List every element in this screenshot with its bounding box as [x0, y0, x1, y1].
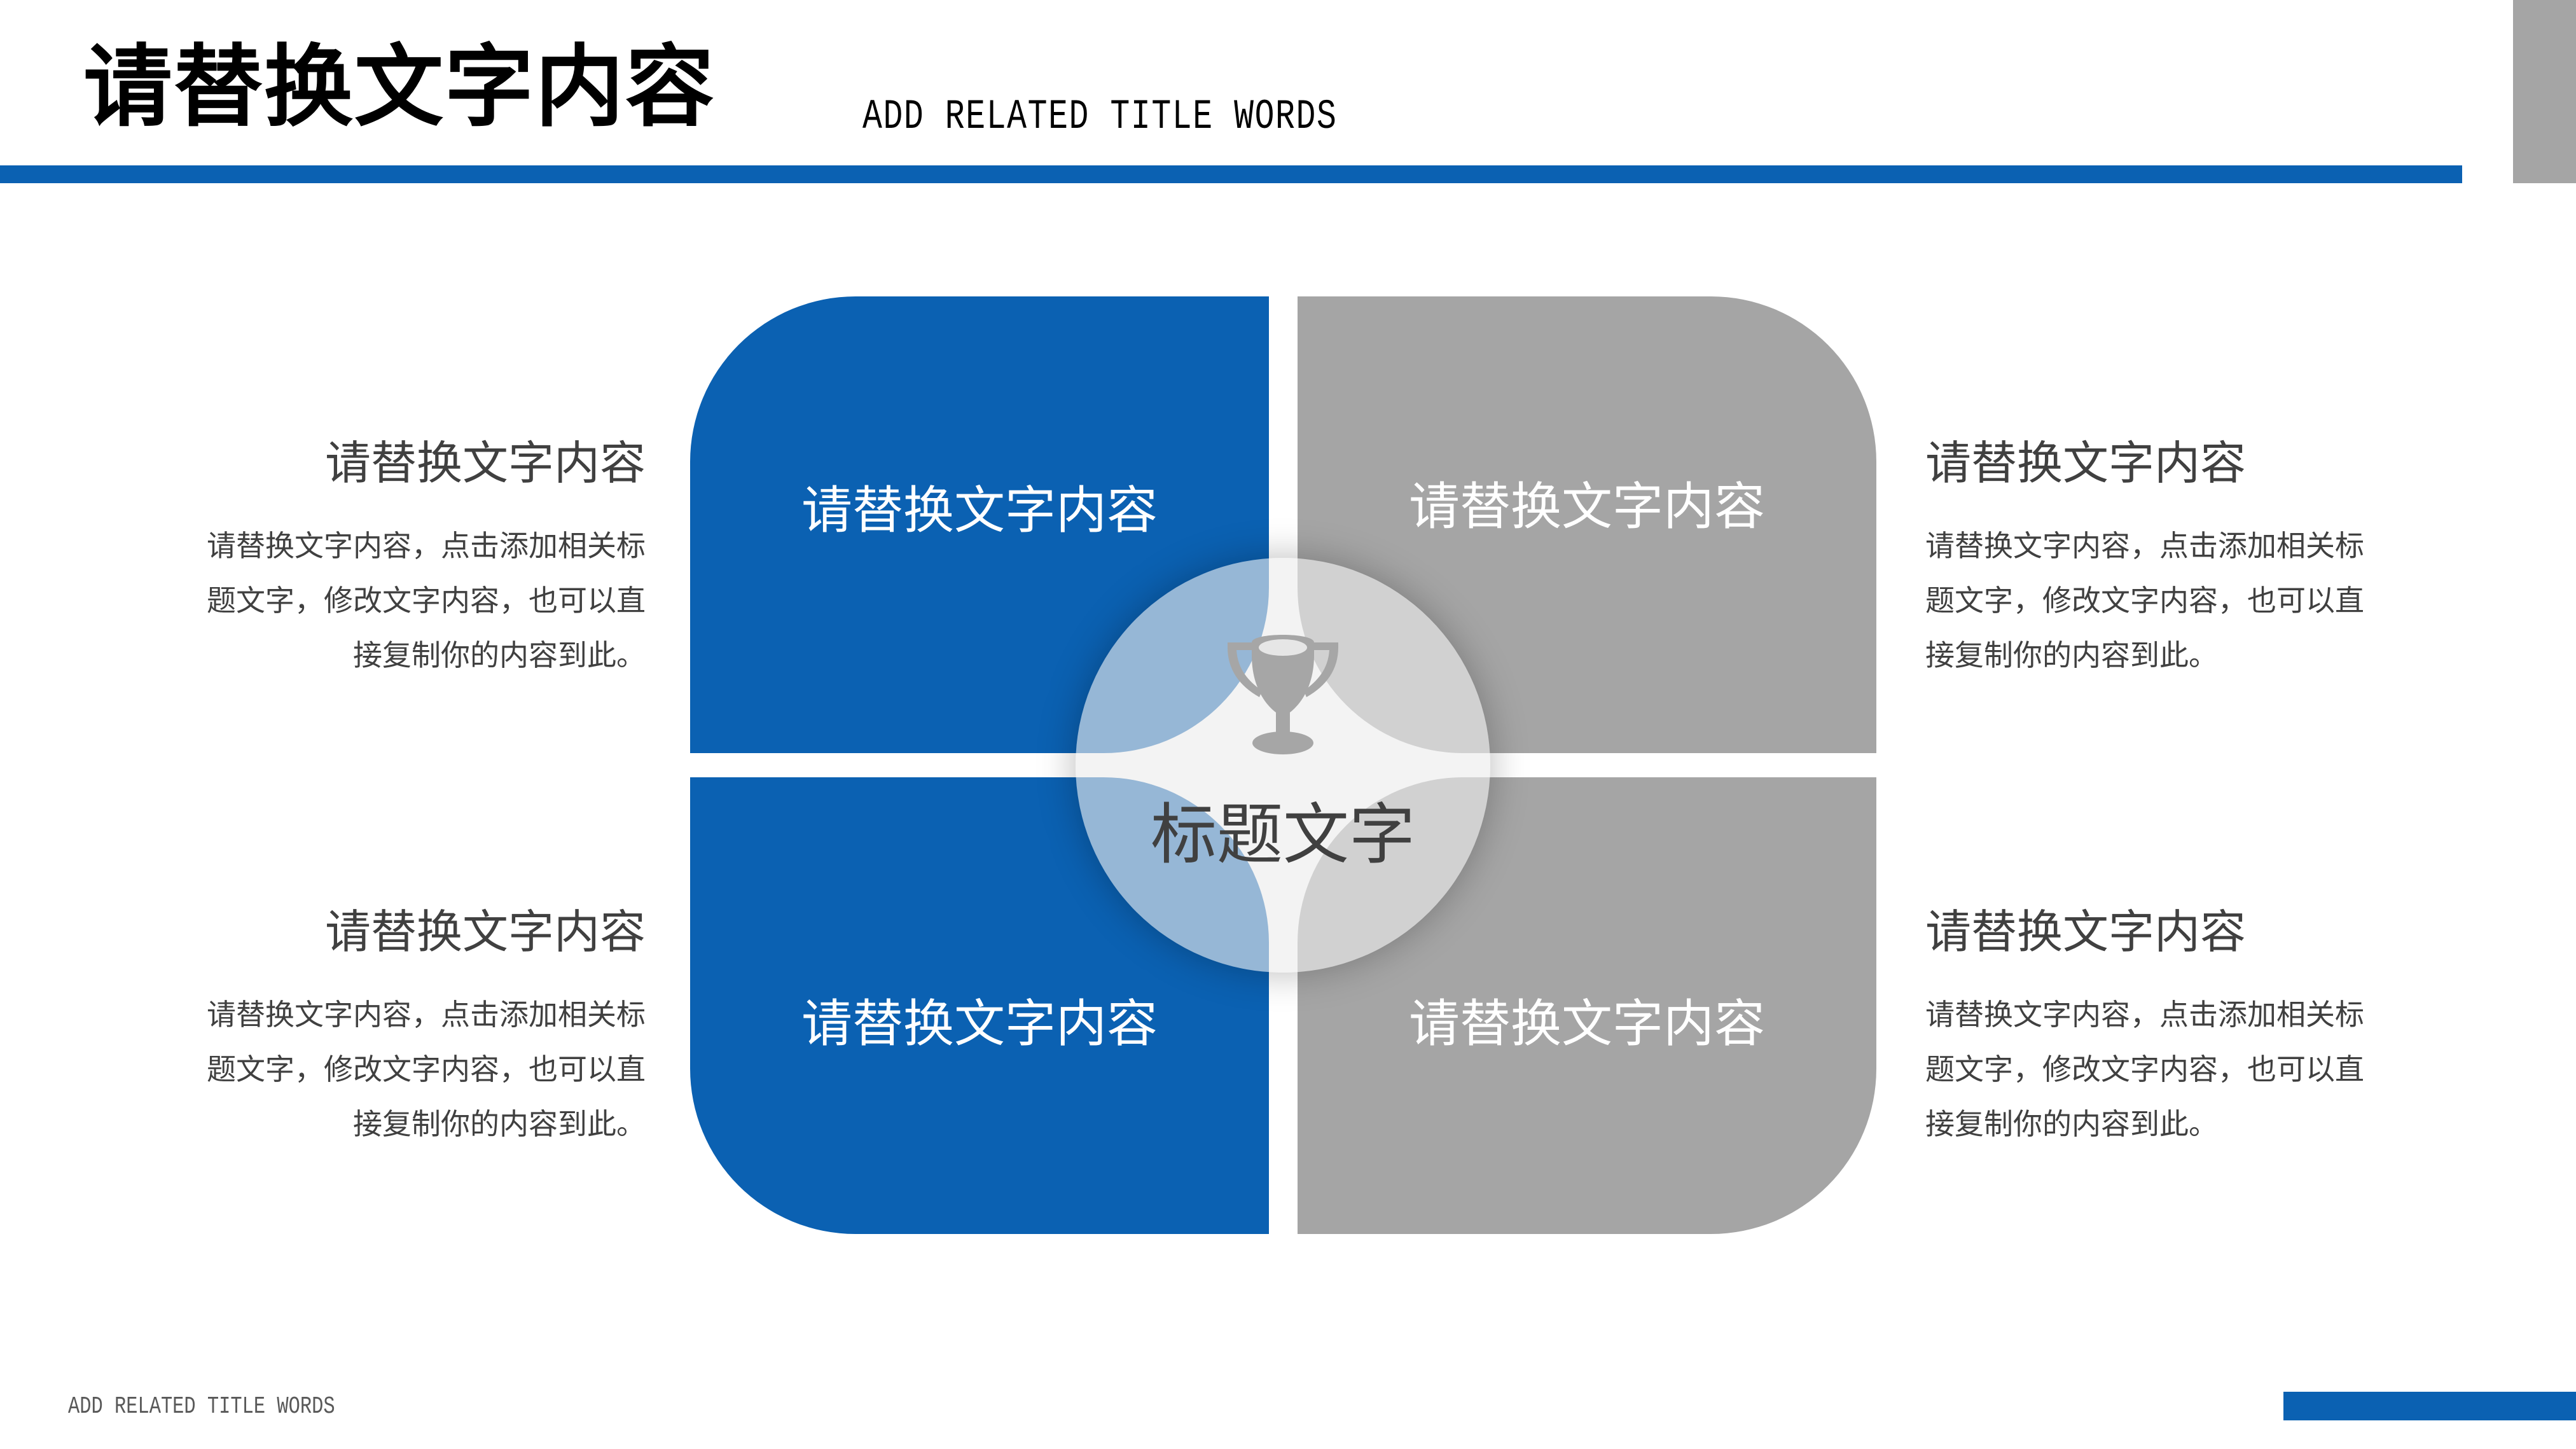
body-line: 接复制你的内容到此。	[353, 638, 646, 672]
body-line: 题文字，修改文字内容，也可以直	[207, 1052, 646, 1086]
quadrant-label: 请替换文字内容	[801, 994, 1158, 1053]
block-heading: 请替换文字内容	[324, 905, 646, 959]
body-line: 接复制你的内容到此。	[1925, 1107, 2218, 1141]
body-line: 请替换文字内容，点击添加相关标	[1925, 997, 2364, 1032]
block-body: 请替换文字内容，点击添加相关标 题文字，修改文字内容，也可以直 接复制你的内容到…	[1925, 987, 2396, 1151]
header-divider-bar	[0, 165, 2462, 183]
block-body: 请替换文字内容，点击添加相关标 题文字，修改文字内容，也可以直 接复制你的内容到…	[175, 987, 646, 1151]
footer-accent-bar	[2283, 1392, 2576, 1420]
body-line: 题文字，修改文字内容，也可以直	[1925, 583, 2364, 618]
trophy-icon	[1221, 630, 1345, 756]
text-block-left-top: 请替换文字内容 请替换文字内容，点击添加相关标 题文字，修改文字内容，也可以直 …	[175, 434, 646, 683]
quadrant-top-left[interactable]: 请替换文字内容	[690, 296, 1269, 753]
text-block-left-bottom: 请替换文字内容 请替换文字内容，点击添加相关标 题文字，修改文字内容，也可以直 …	[175, 903, 646, 1151]
corner-accent-block	[2513, 0, 2576, 183]
block-body: 请替换文字内容，点击添加相关标 题文字，修改文字内容，也可以直 接复制你的内容到…	[1925, 518, 2396, 683]
body-line: 接复制你的内容到此。	[353, 1107, 646, 1141]
page-title: 请替换文字内容	[83, 36, 716, 139]
block-body: 请替换文字内容，点击添加相关标 题文字，修改文字内容，也可以直 接复制你的内容到…	[175, 518, 646, 683]
body-line: 题文字，修改文字内容，也可以直	[207, 583, 646, 618]
body-line: 请替换文字内容，点击添加相关标	[207, 529, 646, 563]
page-subtitle: ADD RELATED TITLE WORDS	[862, 93, 1338, 141]
block-heading: 请替换文字内容	[1925, 905, 2247, 959]
block-heading: 请替换文字内容	[324, 436, 646, 490]
quadrant-label: 请替换文字内容	[1409, 994, 1765, 1053]
text-block-right-top: 请替换文字内容 请替换文字内容，点击添加相关标 题文字，修改文字内容，也可以直 …	[1925, 434, 2396, 683]
footer-text: ADD RELATED TITLE WORDS	[68, 1393, 335, 1420]
body-line: 请替换文字内容，点击添加相关标	[207, 997, 646, 1032]
center-circle[interactable]	[1076, 558, 1490, 973]
text-block-right-bottom: 请替换文字内容 请替换文字内容，点击添加相关标 题文字，修改文字内容，也可以直 …	[1925, 903, 2396, 1151]
quadrant-bottom-left[interactable]: 请替换文字内容	[690, 777, 1269, 1234]
quadrant-label: 请替换文字内容	[1409, 477, 1765, 536]
body-line: 接复制你的内容到此。	[1925, 638, 2218, 672]
quadrant-label: 请替换文字内容	[801, 481, 1158, 540]
body-line: 题文字，修改文字内容，也可以直	[1925, 1052, 2364, 1086]
center-title: 标题文字	[1150, 796, 1415, 873]
body-line: 请替换文字内容，点击添加相关标	[1925, 529, 2364, 563]
block-heading: 请替换文字内容	[1925, 436, 2247, 490]
